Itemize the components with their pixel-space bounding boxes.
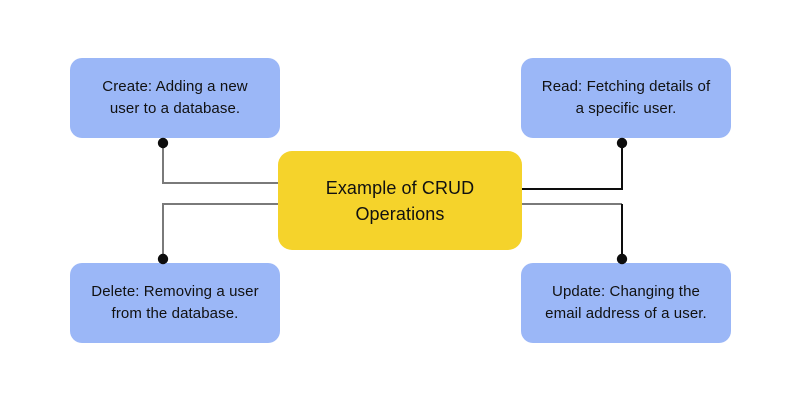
node-delete: Delete: Removing a user from the databas…	[70, 263, 280, 343]
connector-dot-create	[157, 137, 169, 149]
node-delete-label: Delete: Removing a user from the databas…	[91, 283, 259, 322]
connector-dot-read	[616, 137, 628, 149]
node-center-label: Example of CRUD Operations	[325, 177, 475, 224]
node-center: Example of CRUD Operations	[278, 151, 522, 250]
connector-delete	[162, 203, 278, 258]
connector-read	[522, 143, 623, 190]
node-create: Create: Adding a new user to a database.	[70, 58, 280, 138]
node-update: Update: Changing the email address of a …	[521, 263, 731, 343]
node-create-label: Create: Adding a new user to a database.	[102, 78, 248, 117]
node-update-label: Update: Changing the email address of a …	[545, 283, 707, 322]
node-read-label: Read: Fetching details of a specific use…	[541, 78, 711, 117]
node-read: Read: Fetching details of a specific use…	[521, 58, 731, 138]
connector-create	[162, 143, 278, 184]
